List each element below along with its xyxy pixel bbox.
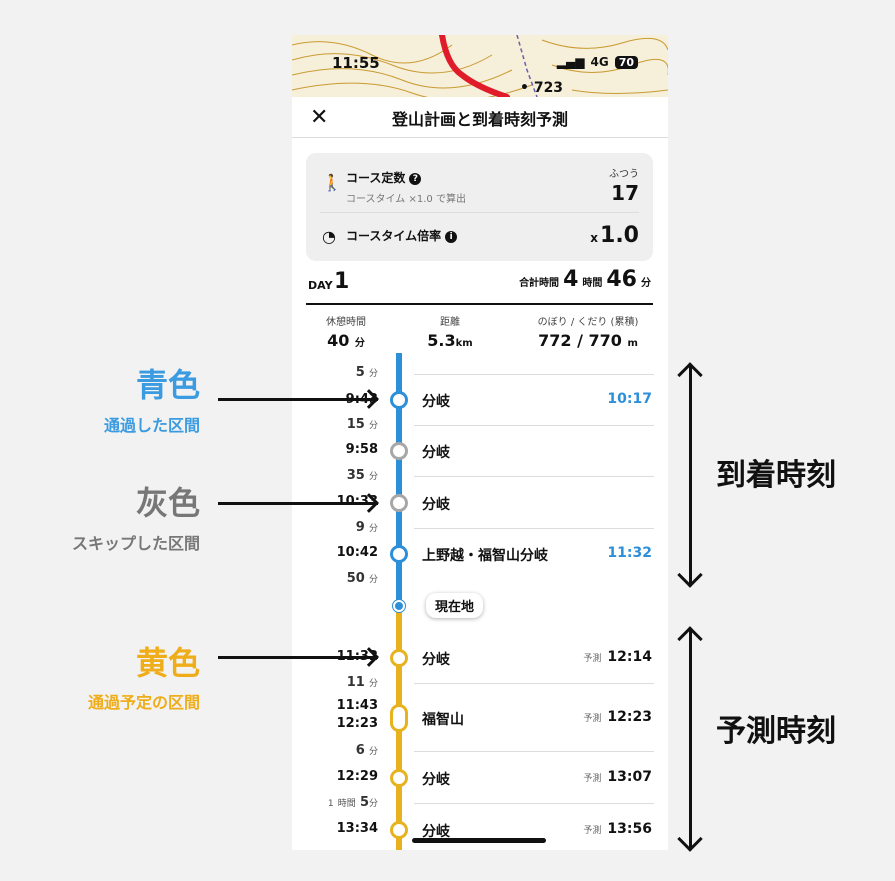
point-5-name[interactable]: 分岐: [422, 652, 450, 668]
page-title: 登山計画と到着時刻予測: [391, 110, 568, 129]
separator: [414, 476, 654, 477]
gray-arrow: [218, 502, 378, 505]
gap-5: 50 分: [346, 571, 378, 586]
gray-annotation-sub: スキップした区間: [71, 534, 200, 553]
separator: [414, 803, 654, 804]
predict-range-line: [689, 630, 692, 848]
course-constant-hint: ふつう: [609, 169, 639, 180]
signal-icon: ▂▄▆: [556, 55, 585, 69]
speedometer-icon: ◔: [322, 227, 336, 246]
point-6-time2: 12:23: [336, 716, 378, 731]
course-settings-card: 🚶 コース定数? コースタイム ×1.0 で算出 ふつう 17 ◔ コースタイム…: [306, 153, 653, 261]
point-5-node[interactable]: [390, 649, 408, 667]
arrival-time-label: 到着時刻: [716, 458, 836, 493]
stats-row: 休憩時間 40 分 距離 5.3km のぼり / くだり (累積) 772 / …: [292, 313, 668, 353]
point-8-name[interactable]: 分岐: [422, 824, 450, 840]
distance-stat: 距離 5.3km: [427, 317, 473, 350]
elevation-stat: のぼり / くだり (累積) 772 / 770 m: [537, 317, 639, 350]
header: ✕ 登山計画と到着時刻予測: [292, 97, 668, 138]
course-constant-row[interactable]: 🚶 コース定数? コースタイム ×1.0 で算出 ふつう 17: [320, 153, 639, 213]
gap-2: 15 分: [346, 417, 378, 432]
point-7-time: 12:29: [336, 769, 378, 784]
point-2-time: 9:58: [345, 442, 378, 457]
yellow-annotation-sub: 通過予定の区間: [87, 693, 200, 712]
info-icon[interactable]: i: [445, 231, 458, 243]
passed-section-line: [396, 353, 402, 606]
day-label: DAY: [308, 279, 333, 292]
blue-arrow: [218, 398, 378, 401]
course-constant-label: コース定数?: [346, 169, 422, 186]
total-time: 合計時間 4 時間 46 分: [519, 267, 651, 292]
point-4-node[interactable]: [390, 545, 408, 563]
status-indicators: ▂▄▆ 4G 70: [557, 55, 638, 69]
day-summary: DAY 1 合計時間 4 時間 46 分: [306, 265, 653, 305]
separator: [414, 751, 654, 752]
separator: [414, 425, 654, 426]
point-8-node[interactable]: [390, 821, 408, 839]
map-background: 11:55 ▂▄▆ 4G 70 • 723: [292, 35, 668, 97]
point-1-name[interactable]: 分岐: [422, 394, 450, 410]
current-location-label: 現在地: [426, 593, 484, 618]
predict-range-head-down: [677, 826, 703, 852]
home-indicator: [412, 838, 546, 843]
course-constant-sub: コースタイム ×1.0 で算出: [346, 194, 466, 205]
point-3-time: 10:33: [292, 494, 378, 509]
route-timeline: 5 分 9:43 分岐 10:17 15 分 9:58 分岐 35 分 10:3…: [292, 353, 668, 850]
rest-stat: 休憩時間 40 分: [326, 317, 366, 350]
battery-icon: 70: [614, 55, 638, 69]
point-1-node[interactable]: [390, 391, 408, 409]
gap-8: 1 時間 5分: [327, 795, 378, 810]
arrival-range-line: [689, 366, 692, 584]
separator: [414, 374, 654, 375]
help-icon[interactable]: ?: [409, 173, 422, 185]
arrival-range-head-up: [677, 362, 703, 388]
separator: [414, 528, 654, 529]
yellow-annotation-title: 黄色: [135, 644, 200, 682]
status-time: 11:55: [332, 54, 380, 72]
point-6-node[interactable]: [390, 704, 408, 732]
point-6-time: 11:43: [336, 698, 378, 713]
phone-screen: 11:55 ▂▄▆ 4G 70 • 723 ✕ 登山計画と到着時刻予測 🚶 コー…: [292, 35, 668, 850]
close-icon[interactable]: ✕: [310, 105, 329, 130]
gap-1: 5 分: [355, 365, 378, 380]
blue-annotation-sub: 通過した区間: [103, 416, 200, 435]
point-4-time: 10:42: [336, 545, 378, 560]
point-8-time: 13:34: [336, 821, 378, 836]
point-3-node[interactable]: [390, 494, 408, 512]
gap-4: 9 分: [355, 520, 378, 535]
point-7-name[interactable]: 分岐: [422, 772, 450, 788]
point-7-node[interactable]: [390, 769, 408, 787]
separator: [414, 683, 654, 684]
hiker-icon: 🚶: [322, 173, 342, 192]
predict-range-head-up: [677, 626, 703, 652]
blue-annotation-title: 青色: [135, 366, 200, 404]
gap-6: 11 分: [346, 675, 378, 690]
gray-annotation-title: 灰色: [135, 484, 200, 522]
course-ratio-value: x1.0: [590, 223, 639, 248]
course-constant-value: 17: [611, 181, 639, 205]
point-4-name[interactable]: 上野越・福智山分岐: [422, 548, 548, 564]
yellow-arrow: [218, 656, 378, 659]
current-location-dot: [393, 600, 405, 612]
day-number: 1: [334, 269, 350, 294]
point-2-node[interactable]: [390, 442, 408, 460]
point-6-name[interactable]: 福智山: [422, 712, 464, 728]
point-2-name[interactable]: 分岐: [422, 445, 450, 461]
gap-3: 35 分: [346, 468, 378, 483]
network-type: 4G: [590, 55, 609, 69]
predict-time-label: 予測時刻: [716, 714, 836, 749]
point-4-arrival: 11:32: [607, 545, 652, 561]
point-1-arrival: 10:17: [607, 391, 652, 407]
arrival-range-head-down: [677, 562, 703, 588]
map-elevation-label: • 723: [520, 80, 564, 96]
gap-7: 6 分: [355, 743, 378, 758]
point-3-name[interactable]: 分岐: [422, 497, 450, 513]
